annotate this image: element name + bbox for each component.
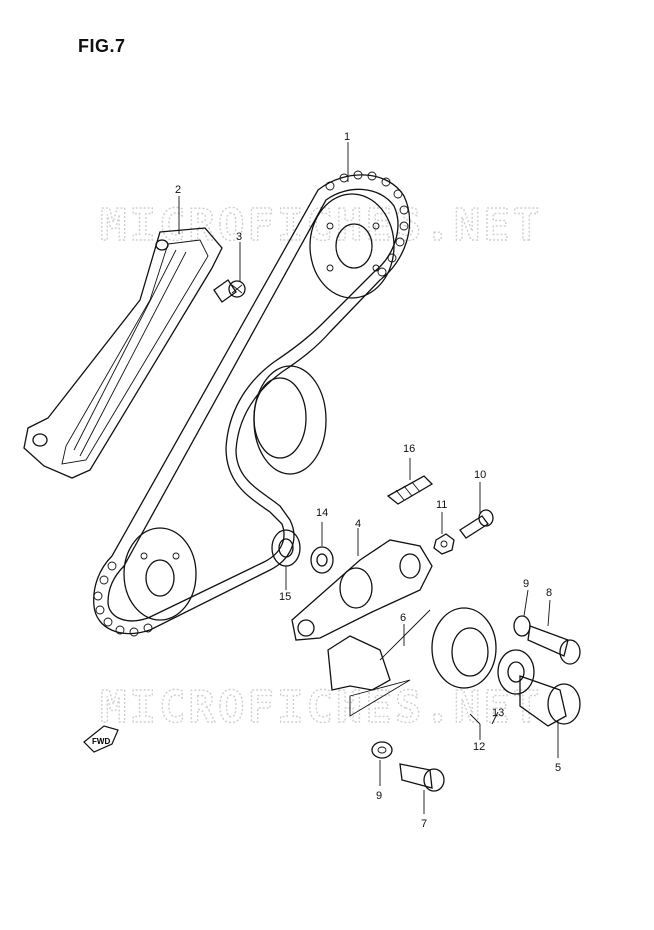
upper-sprocket [309, 193, 395, 299]
callout-5: 5 [555, 762, 561, 774]
washer-9-upper [513, 615, 531, 637]
bolt-8 [527, 625, 581, 665]
callout-1: 1 [344, 131, 350, 143]
figure-title: FIG.7 [78, 36, 126, 56]
bolt-10 [459, 509, 494, 539]
callout-9-upper: 9 [523, 578, 529, 590]
callout-3: 3 [236, 231, 242, 243]
washer-14 [310, 546, 334, 574]
washer-9-lower [371, 741, 393, 759]
callout-10: 10 [474, 469, 486, 481]
tensioner-arm [291, 539, 433, 641]
fwd-label: FWD [92, 737, 110, 746]
chain-guide [23, 227, 223, 479]
callout-8: 8 [546, 587, 552, 599]
leader-lines [178, 142, 559, 814]
callout-16: 16 [403, 443, 415, 455]
callout-9-lower: 9 [376, 790, 382, 802]
spring-16 [386, 475, 434, 505]
middle-gear [253, 365, 327, 475]
callout-labels: 1 2 3 4 5 6 7 8 9 9 10 11 12 13 14 15 16 [175, 131, 561, 830]
bracket-6 [327, 609, 431, 717]
nut-11 [433, 533, 455, 555]
watermark-bottom: MICROFICHES.NET [100, 682, 542, 733]
shaft-5 [519, 675, 581, 727]
callout-13: 13 [492, 707, 504, 719]
callout-7: 7 [421, 818, 427, 830]
callout-2: 2 [175, 184, 181, 196]
gear-12 [431, 607, 497, 689]
callout-11: 11 [436, 499, 447, 511]
callout-6: 6 [400, 612, 406, 624]
fwd-arrow-icon: FWD [83, 725, 119, 753]
bushing-13 [497, 649, 535, 695]
bolt-7 [399, 763, 445, 792]
lower-sprocket [123, 527, 197, 621]
callout-14: 14 [316, 507, 328, 519]
callout-4: 4 [355, 518, 361, 530]
callout-15: 15 [279, 591, 291, 603]
bolt-3 [213, 279, 246, 303]
washer-15 [271, 529, 301, 567]
callout-12: 12 [473, 741, 485, 753]
